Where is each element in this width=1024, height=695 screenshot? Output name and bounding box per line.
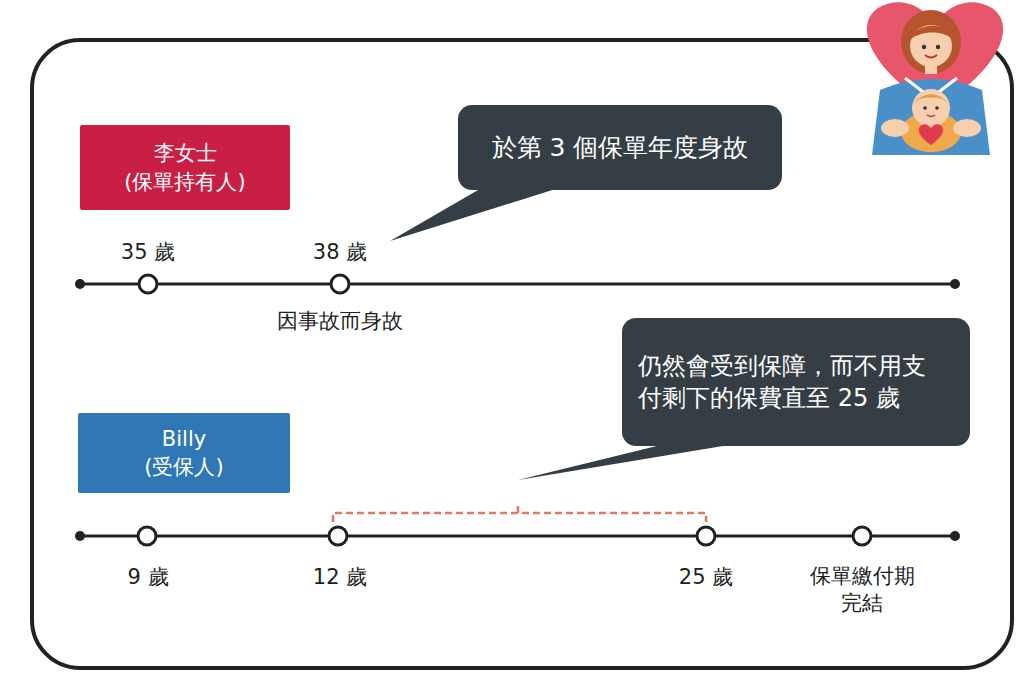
timeline-holder bbox=[75, 275, 960, 293]
age-label: 35 歲 bbox=[121, 239, 175, 266]
event-label: 因事故而身故 bbox=[277, 308, 403, 335]
coverage-bracket bbox=[333, 503, 706, 522]
mother-baby-illustration bbox=[867, 2, 1003, 155]
box-text: 於第 3 個保單年度身故 bbox=[492, 131, 749, 165]
callout-tail bbox=[518, 444, 735, 480]
age-label: 9 歲 bbox=[127, 564, 168, 591]
outer-frame bbox=[32, 40, 1012, 668]
box-text: 李女士 (保單持有人) bbox=[110, 139, 260, 196]
age-label: 25 歲 bbox=[679, 564, 733, 591]
box-text: Billy (受保人) bbox=[129, 425, 239, 482]
box-text: 仍然會受到保障，而不用支 付剩下的保費直至 25 歲 bbox=[638, 350, 954, 415]
callout-bubble: 仍然會受到保障，而不用支 付剩下的保費直至 25 歲 bbox=[622, 318, 970, 446]
insured-box: Billy (受保人) bbox=[78, 413, 290, 493]
policyholder-box: 李女士 (保單持有人) bbox=[80, 125, 290, 210]
milestone-label: 保單繳付期 完結 bbox=[797, 563, 927, 618]
age-label: 38 歲 bbox=[313, 239, 367, 266]
callout-tail bbox=[390, 186, 565, 241]
age-label: 12 歲 bbox=[313, 564, 367, 591]
timeline-insured bbox=[75, 527, 960, 545]
callout-bubble: 於第 3 個保單年度身故 bbox=[458, 105, 782, 190]
